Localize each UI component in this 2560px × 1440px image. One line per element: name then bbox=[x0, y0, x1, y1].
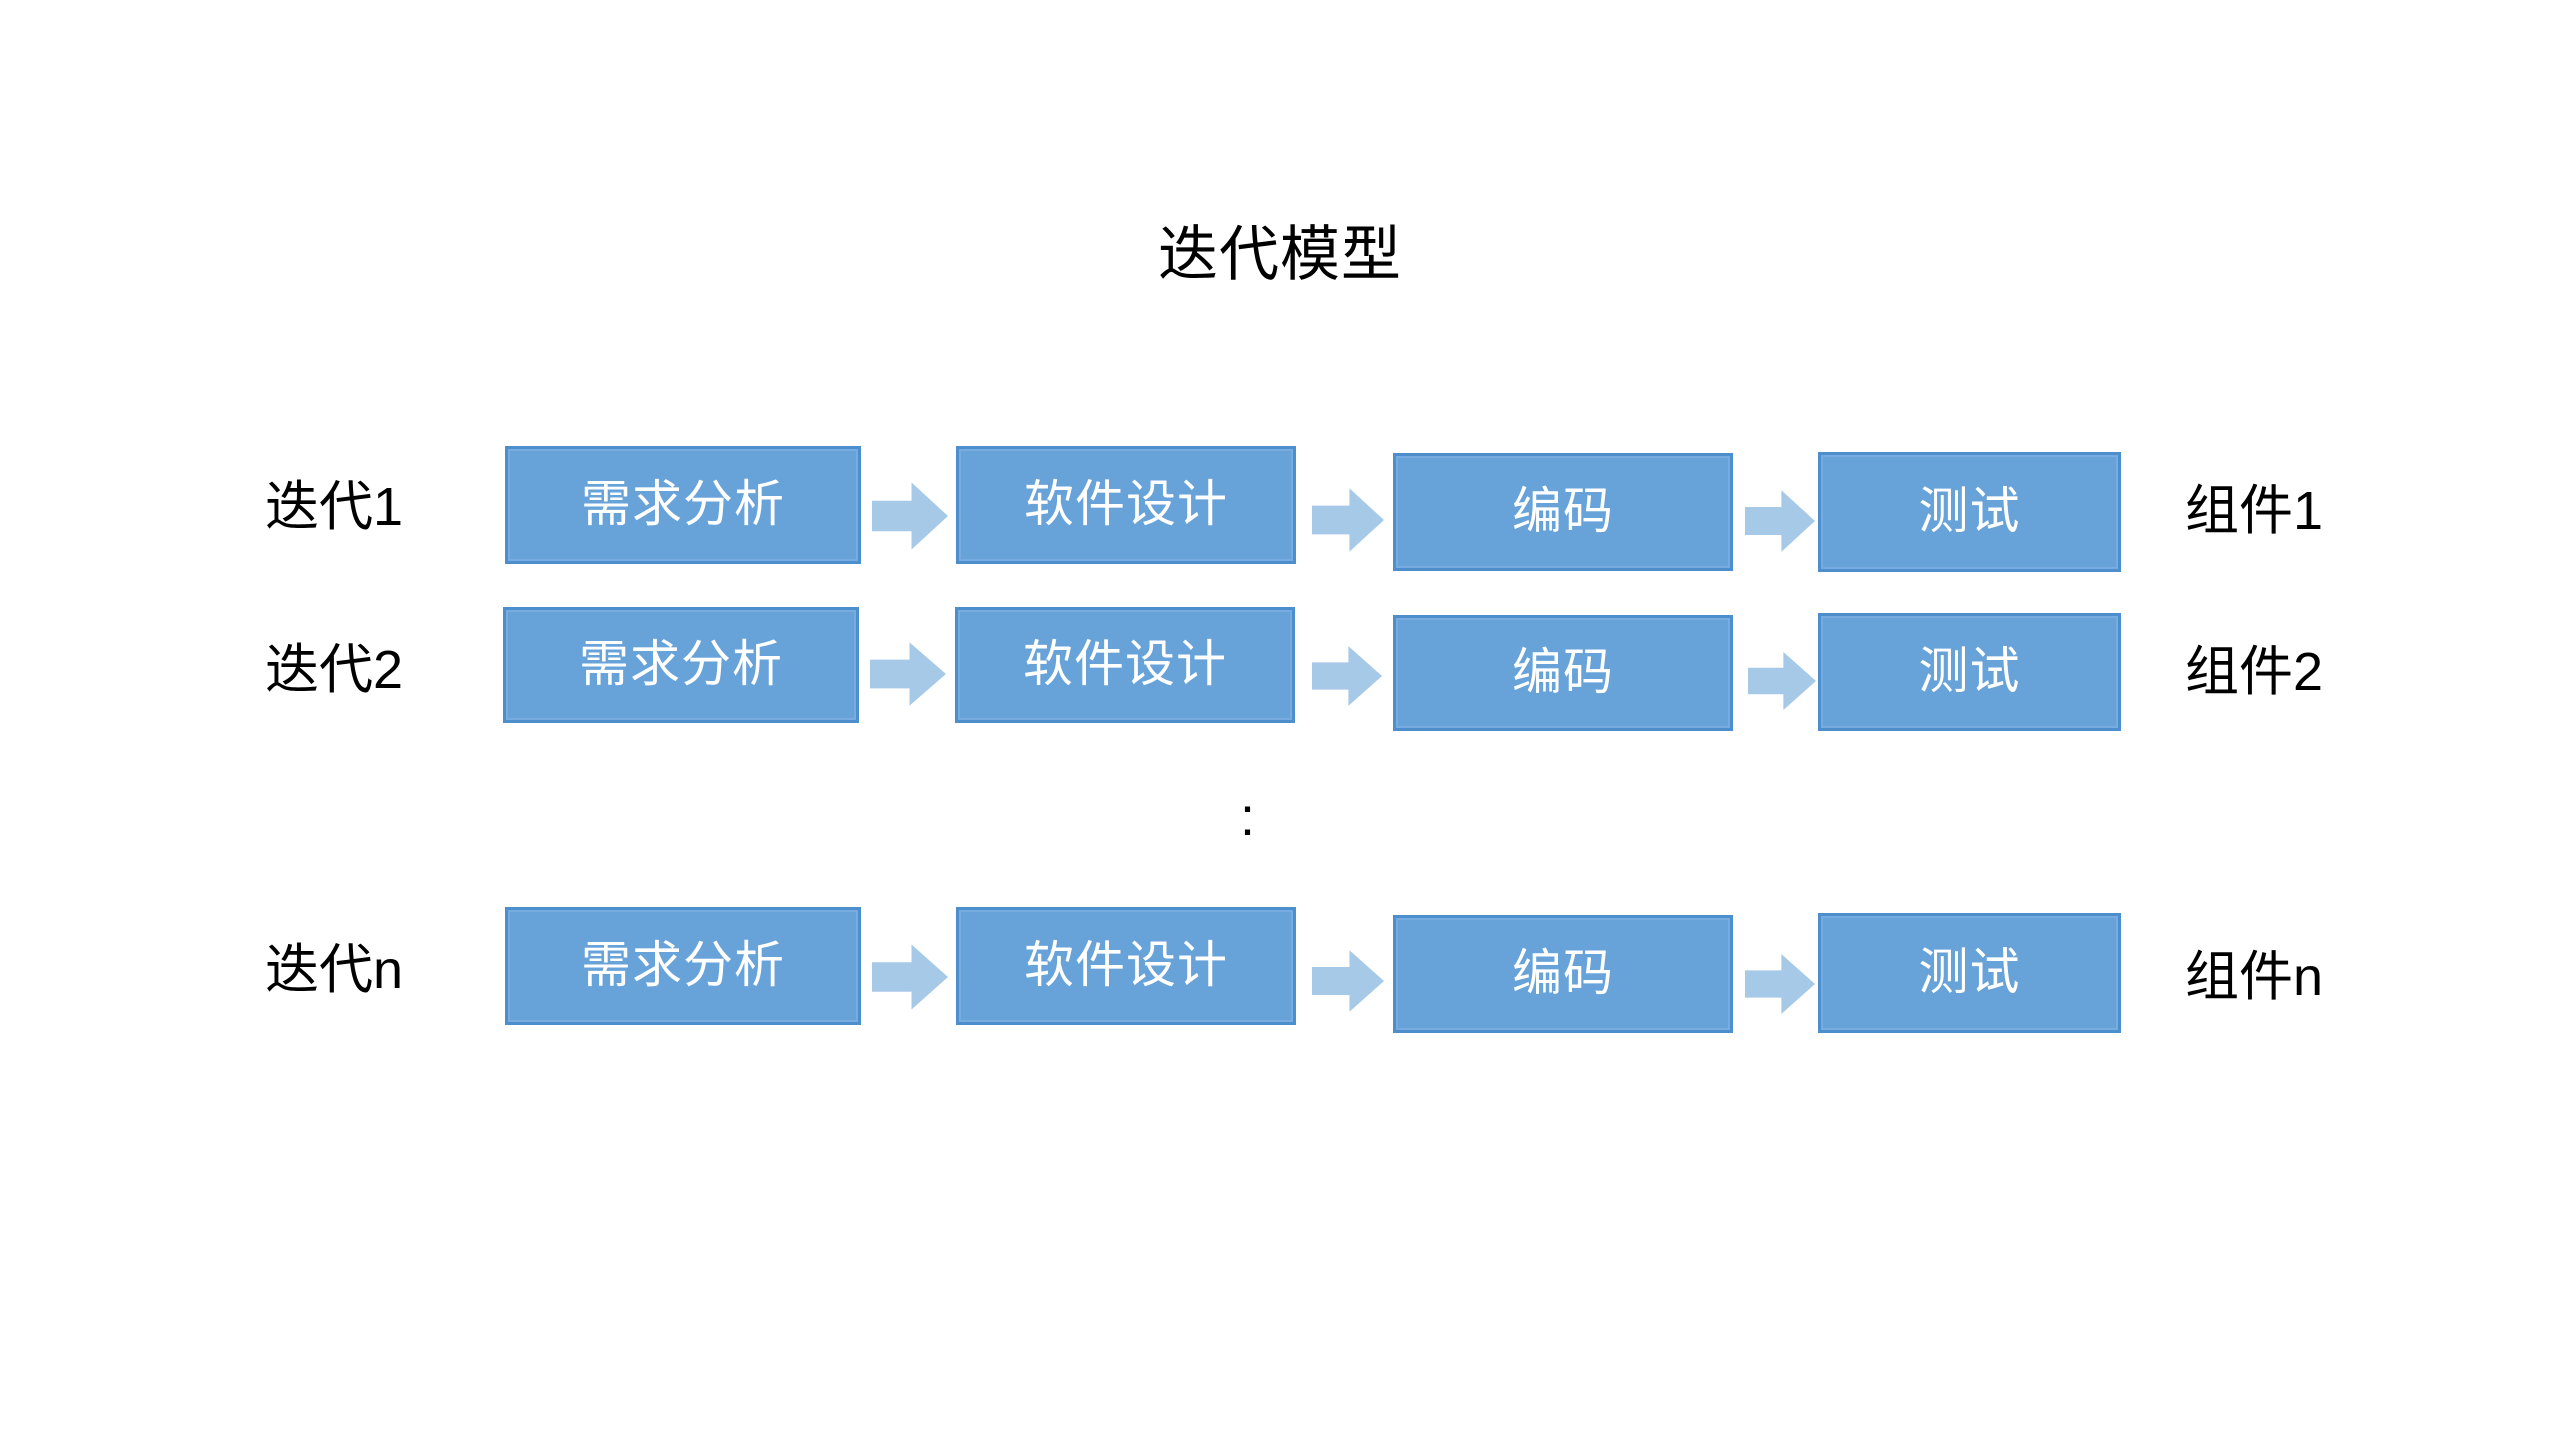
process-box-design-row3[interactable]: 软件设计 bbox=[956, 907, 1296, 1025]
right-block-arrow-icon bbox=[1745, 950, 1815, 1018]
row-label-component-n: 组件n bbox=[2185, 947, 2324, 1007]
process-box-testing-row3[interactable]: 测试 bbox=[1818, 913, 2121, 1033]
row-label-iteration-2: 迭代2 bbox=[265, 640, 404, 700]
right-block-arrow-icon bbox=[872, 478, 948, 554]
right-block-arrow-icon bbox=[1748, 648, 1816, 714]
right-block-arrow-icon bbox=[1312, 642, 1382, 710]
row-label-component-1: 组件1 bbox=[2185, 481, 2324, 541]
process-box-coding-row1[interactable]: 编码 bbox=[1393, 453, 1733, 571]
process-box-coding-row2[interactable]: 编码 bbox=[1393, 615, 1733, 731]
process-box-label: 测试 bbox=[1918, 944, 2021, 1000]
process-box-label: 编码 bbox=[1512, 483, 1614, 539]
process-box-label: 测试 bbox=[1918, 483, 2021, 539]
right-block-arrow-icon bbox=[1745, 486, 1815, 556]
process-box-label: 软件设计 bbox=[1024, 476, 1228, 532]
process-box-testing-row1[interactable]: 测试 bbox=[1818, 452, 2121, 572]
row-label-component-2: 组件2 bbox=[2185, 642, 2324, 702]
process-box-label: 编码 bbox=[1512, 644, 1614, 700]
right-block-arrow-icon bbox=[1312, 946, 1384, 1016]
page-title: 迭代模型 bbox=[1158, 221, 1402, 288]
process-box-label: 测试 bbox=[1918, 643, 2021, 699]
process-box-label: 软件设计 bbox=[1024, 937, 1228, 993]
row-label-iteration-1: 迭代1 bbox=[265, 477, 404, 537]
process-box-label: 需求分析 bbox=[581, 937, 785, 993]
right-block-arrow-icon bbox=[870, 638, 946, 710]
process-box-requirements-row2[interactable]: 需求分析 bbox=[503, 607, 859, 723]
process-box-requirements-row1[interactable]: 需求分析 bbox=[505, 446, 861, 564]
process-box-label: 需求分析 bbox=[579, 636, 783, 692]
process-box-testing-row2[interactable]: 测试 bbox=[1818, 613, 2121, 731]
right-block-arrow-icon bbox=[872, 940, 948, 1014]
process-box-coding-row3[interactable]: 编码 bbox=[1393, 915, 1733, 1033]
process-box-design-row1[interactable]: 软件设计 bbox=[956, 446, 1296, 564]
row-label-iteration-n: 迭代n bbox=[265, 940, 404, 1000]
process-box-label: 需求分析 bbox=[581, 476, 785, 532]
process-box-label: 编码 bbox=[1512, 945, 1614, 1001]
process-box-design-row2[interactable]: 软件设计 bbox=[955, 607, 1295, 723]
process-box-requirements-row3[interactable]: 需求分析 bbox=[505, 907, 861, 1025]
process-box-label: 软件设计 bbox=[1023, 636, 1227, 692]
vertical-ellipsis: : bbox=[1240, 787, 1256, 847]
right-block-arrow-icon bbox=[1312, 484, 1384, 556]
